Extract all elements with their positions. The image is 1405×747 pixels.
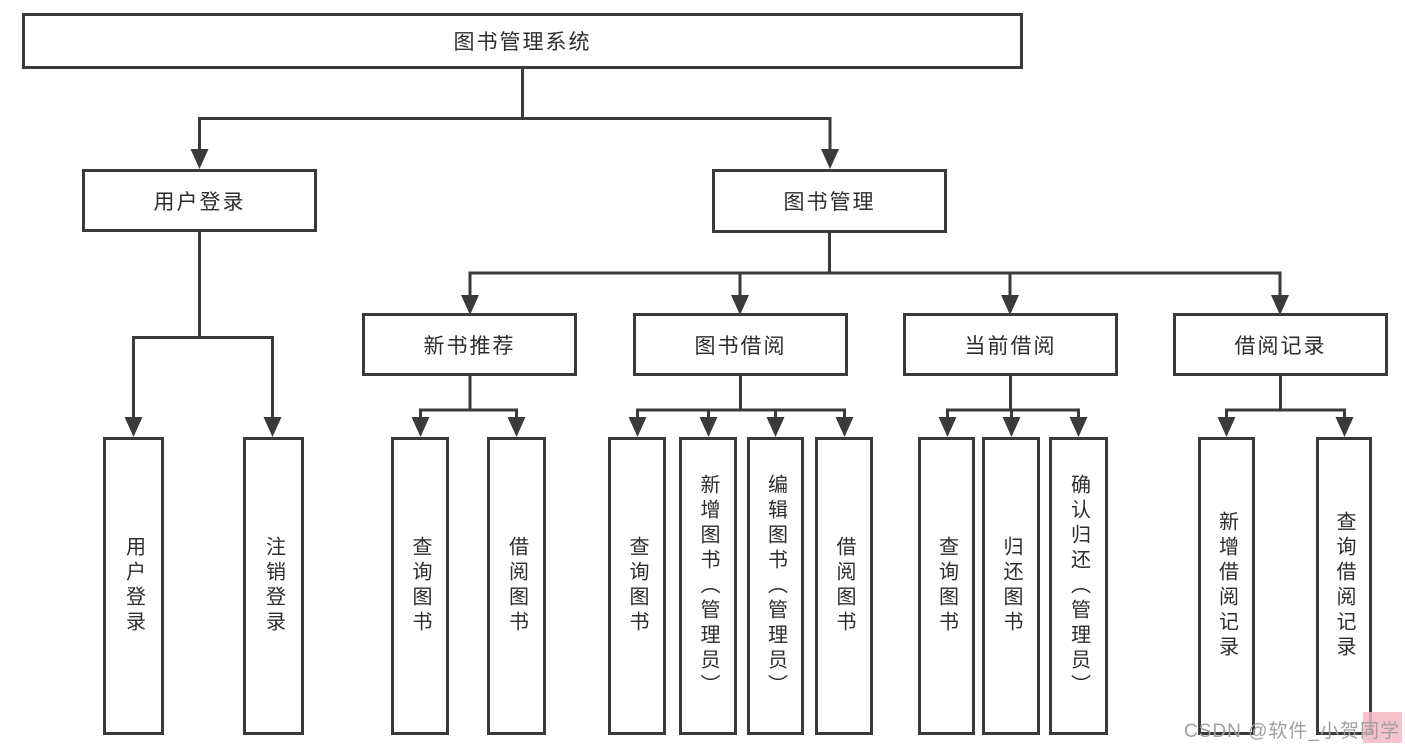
vertical-label: 查询图书: [935, 536, 958, 636]
vertical-label: 编辑图书（管理员）: [764, 473, 787, 699]
leaf-record-add: 新增借阅记录: [1198, 437, 1255, 735]
vertical-label: 新增借阅记录: [1215, 511, 1238, 661]
leaf-borrow-query-book: 查询图书: [608, 437, 666, 735]
leaf-current-return-book: 归还图书: [982, 437, 1040, 735]
leaf-borrow-edit-book: 编辑图书（管理员）: [747, 437, 804, 735]
vertical-label: 借阅图书: [505, 536, 528, 636]
vertical-label: 注销登录: [262, 536, 285, 636]
leaf-current-confirm-return: 确认归还（管理员）: [1049, 437, 1108, 735]
node-book-borrow: 图书借阅: [633, 313, 848, 376]
leaf-current-query-book: 查询图书: [918, 437, 975, 735]
node-book-management: 图书管理: [712, 169, 947, 233]
leaf-recommend-borrow-book: 借阅图书: [487, 437, 546, 735]
node-user-login: 用户登录: [82, 169, 317, 232]
leaf-borrow-borrow-book: 借阅图书: [815, 437, 873, 735]
vertical-label: 查询图书: [409, 536, 431, 636]
node-borrow-record: 借阅记录: [1173, 313, 1388, 376]
vertical-label: 借阅图书: [833, 536, 855, 636]
leaf-record-query: 查询借阅记录: [1316, 437, 1372, 735]
watermark-accent: [1363, 712, 1402, 743]
vertical-label: 新增图书（管理员）: [697, 473, 719, 699]
vertical-label: 归还图书: [1000, 536, 1022, 636]
leaf-user-login: 用户登录: [103, 437, 164, 735]
vertical-label: 查询图书: [626, 536, 648, 636]
node-root: 图书管理系统: [22, 13, 1023, 69]
vertical-label: 查询借阅记录: [1333, 511, 1355, 661]
vertical-label: 确认归还（管理员）: [1067, 473, 1090, 699]
watermark: CSDN @软件_小贺同学: [1184, 721, 1400, 742]
node-new-book-recommend: 新书推荐: [362, 313, 577, 376]
node-current-borrow: 当前借阅: [903, 313, 1118, 376]
leaf-logout: 注销登录: [243, 437, 304, 735]
leaf-recommend-query-book: 查询图书: [391, 437, 449, 735]
vertical-label: 用户登录: [122, 536, 145, 636]
leaf-borrow-add-book: 新增图书（管理员）: [679, 437, 737, 735]
